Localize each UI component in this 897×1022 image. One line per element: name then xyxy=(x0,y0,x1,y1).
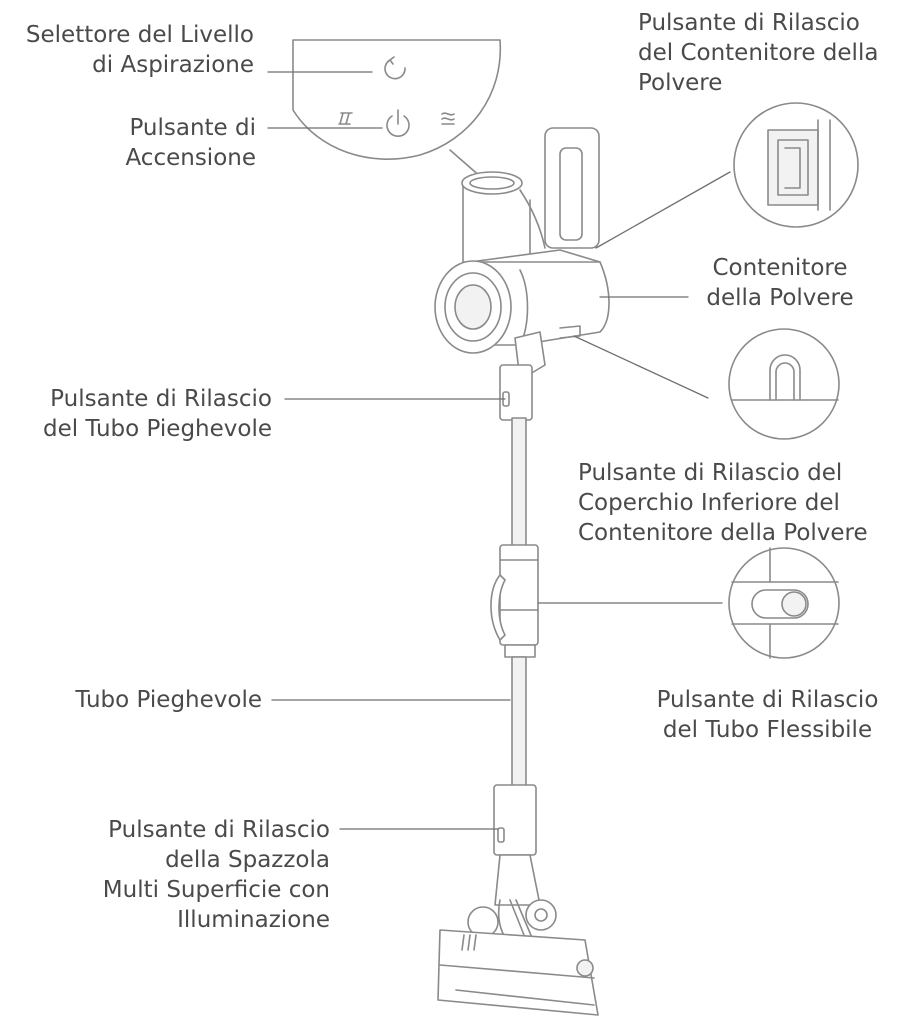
wave-mode-icon xyxy=(441,112,455,125)
power-icon xyxy=(386,109,410,137)
label-line: Accensione xyxy=(125,145,256,171)
vacuum-body xyxy=(434,249,610,381)
label-folding-tube: Tubo Pieghevole xyxy=(40,685,262,715)
label-dust-container-release: Pulsante di Rilascio del Contenitore del… xyxy=(638,8,888,98)
zoom-flexible-tube-release xyxy=(728,547,840,659)
leader-lines xyxy=(267,71,731,830)
label-line: Pulsante di Rilascio xyxy=(50,386,272,412)
label-line: Illuminazione xyxy=(177,907,330,933)
label-line: Pulsante di xyxy=(129,115,256,141)
label-suction-selector: Selettore del Livello di Aspirazione xyxy=(6,20,254,80)
label-line: Pulsante di Rilascio xyxy=(108,817,330,843)
label-line: della Polvere xyxy=(706,285,854,311)
label-line: Selettore del Livello xyxy=(25,22,254,48)
label-line: del Contenitore della xyxy=(638,40,879,66)
label-line: del Tubo Flessibile xyxy=(662,717,873,743)
label-line: Tubo Pieghevole xyxy=(75,687,262,713)
label-line: Coperchio Inferiore del xyxy=(578,490,840,516)
label-brush-release: Pulsante di Rilascio della Spazzola Mult… xyxy=(70,815,330,935)
floor-mode-icon xyxy=(338,112,353,125)
suction-level-icon xyxy=(384,56,406,80)
label-flexible-tube-release: Pulsante di Rilascio del Tubo Flessibile xyxy=(640,685,895,745)
label-line: Contenitore xyxy=(712,255,848,281)
label-line: di Aspirazione xyxy=(92,52,254,78)
label-dust-container: Contenitore della Polvere xyxy=(690,253,870,313)
label-line: del Tubo Pieghevole xyxy=(42,416,272,442)
zoom-dust-container-release xyxy=(733,102,859,228)
label-power-button: Pulsante di Accensione xyxy=(60,113,256,173)
label-line: Pulsante di Rilascio del xyxy=(578,460,843,486)
control-panel-zoom xyxy=(292,39,502,179)
label-line: Multi Superficie con xyxy=(102,877,330,903)
floor-brush xyxy=(437,854,599,1016)
label-line: Polvere xyxy=(638,70,723,96)
vacuum-handle xyxy=(461,127,600,263)
label-line: Pulsante di Rilascio xyxy=(656,687,879,713)
label-folding-tube-release: Pulsante di Rilascio del Tubo Pieghevole xyxy=(20,384,272,444)
label-line: della Spazzola xyxy=(165,847,330,873)
zoom-bottom-cover-release xyxy=(728,328,840,440)
upper-tube xyxy=(490,364,539,856)
label-bottom-cover-release: Pulsante di Rilascio del Coperchio Infer… xyxy=(578,458,890,548)
label-line: Contenitore della Polvere xyxy=(578,520,868,546)
label-line: Pulsante di Rilascio xyxy=(638,10,860,36)
